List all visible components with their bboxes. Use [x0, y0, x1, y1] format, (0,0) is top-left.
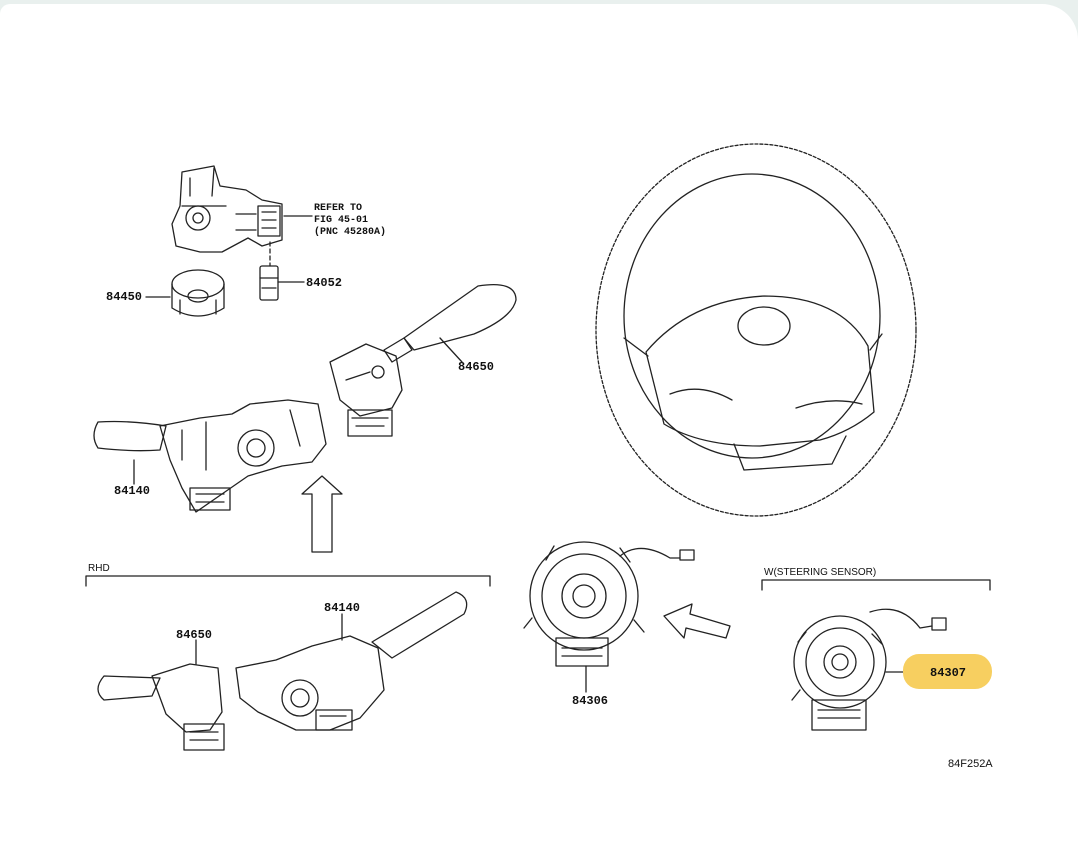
steering-sensor-bracket: [761, 579, 991, 591]
part-84306-drawing: [523, 541, 695, 667]
ignition-housing-drawing: [171, 165, 283, 253]
refer-note-line1: REFER TO: [314, 203, 363, 214]
steering-wheel-drawing: [595, 143, 917, 517]
part-84650-top-drawing: [329, 283, 517, 437]
group-label-steering-sensor: W(STEERING SENSOR): [764, 567, 877, 578]
part-label-84052[interactable]: 84052: [306, 276, 343, 290]
part-label-84650-top[interactable]: 84650: [458, 360, 495, 374]
part-label-84140-top[interactable]: 84140: [114, 484, 151, 498]
figure-code: 84F252A: [948, 758, 993, 770]
part-84140-top-drawing: [93, 399, 327, 513]
highlight-84307: [903, 654, 992, 689]
refer-note-line3: (PNC 45280A): [314, 227, 387, 238]
part-84307-drawing: [791, 608, 947, 731]
part-label-84140-rhd[interactable]: 84140: [324, 601, 361, 615]
part-label-84306[interactable]: 84306: [572, 694, 609, 708]
refer-note-line2: FIG 45-01: [314, 215, 369, 226]
part-84450-drawing: [171, 269, 225, 317]
part-label-84450[interactable]: 84450: [106, 290, 143, 304]
part-label-84307[interactable]: 84307: [930, 666, 967, 680]
part-84650-rhd-drawing: [97, 663, 225, 751]
up-arrow-icon: [301, 475, 343, 553]
part-84140-rhd-drawing: [235, 591, 468, 731]
diagram-card: [0, 4, 1078, 864]
part-84052-drawing: [259, 265, 279, 301]
refer-note: REFER TO FIG 45-01 (PNC 45280A): [314, 203, 386, 239]
group-label-rhd: RHD: [88, 563, 110, 574]
rhd-bracket: [85, 575, 491, 587]
left-arrow-icon: [663, 603, 731, 639]
part-label-84650-rhd[interactable]: 84650: [176, 628, 213, 642]
